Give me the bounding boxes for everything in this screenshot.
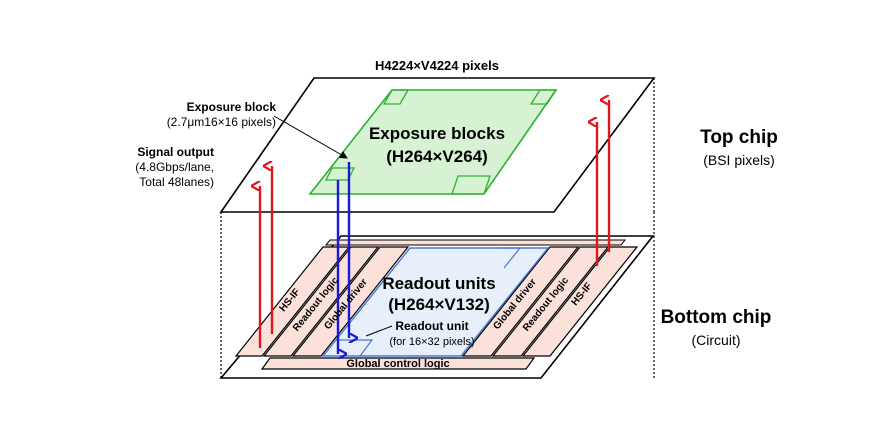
diagram-title: H4224×V4224 pixels (375, 58, 499, 73)
exposure-blocks-size: (H264×V264) (386, 147, 488, 166)
global-control-logic-label: Global control logic (346, 358, 449, 370)
readout-units-title: Readout units (382, 274, 495, 293)
top-strip (324, 239, 627, 246)
top-chip-label: Top chip (700, 127, 778, 148)
exposure-blocks-title: Exposure blocks (369, 124, 505, 143)
readout-logic-strip-right (491, 246, 610, 357)
global-driver-strip-left (291, 246, 410, 357)
signal-output-line2: Total 48lanes) (139, 175, 214, 189)
exposure-block-label: Exposure block (187, 100, 277, 114)
top-chip (219, 77, 656, 213)
signal-output-label: Signal output (137, 145, 214, 159)
readout-unit-label: Readout unit (395, 319, 468, 333)
exposure-block-pointer (273, 115, 348, 159)
hs-if-strip-left (234, 246, 351, 357)
signal-output-line1: (4.8Gbps/lane, (135, 160, 214, 174)
readout-unit-detail: (for 16×32 pixels) (389, 336, 474, 348)
bottom-chip-label: Bottom chip (661, 307, 772, 328)
exposure-block-detail: (2.7μm16×16 pixels) (167, 115, 276, 129)
blue-arrows (336, 162, 349, 354)
global-driver-strip-right (461, 246, 580, 357)
bottom-chip-detail: (Circuit) (692, 332, 741, 348)
readout-unit-pointer (365, 325, 393, 337)
top-chip-detail: (BSI pixels) (703, 152, 775, 168)
global-control-logic-strip (260, 357, 536, 370)
readout-units-size: (H264×V132) (388, 295, 490, 314)
red-arrows (260, 100, 611, 348)
hs-if-strip-right (521, 246, 639, 357)
